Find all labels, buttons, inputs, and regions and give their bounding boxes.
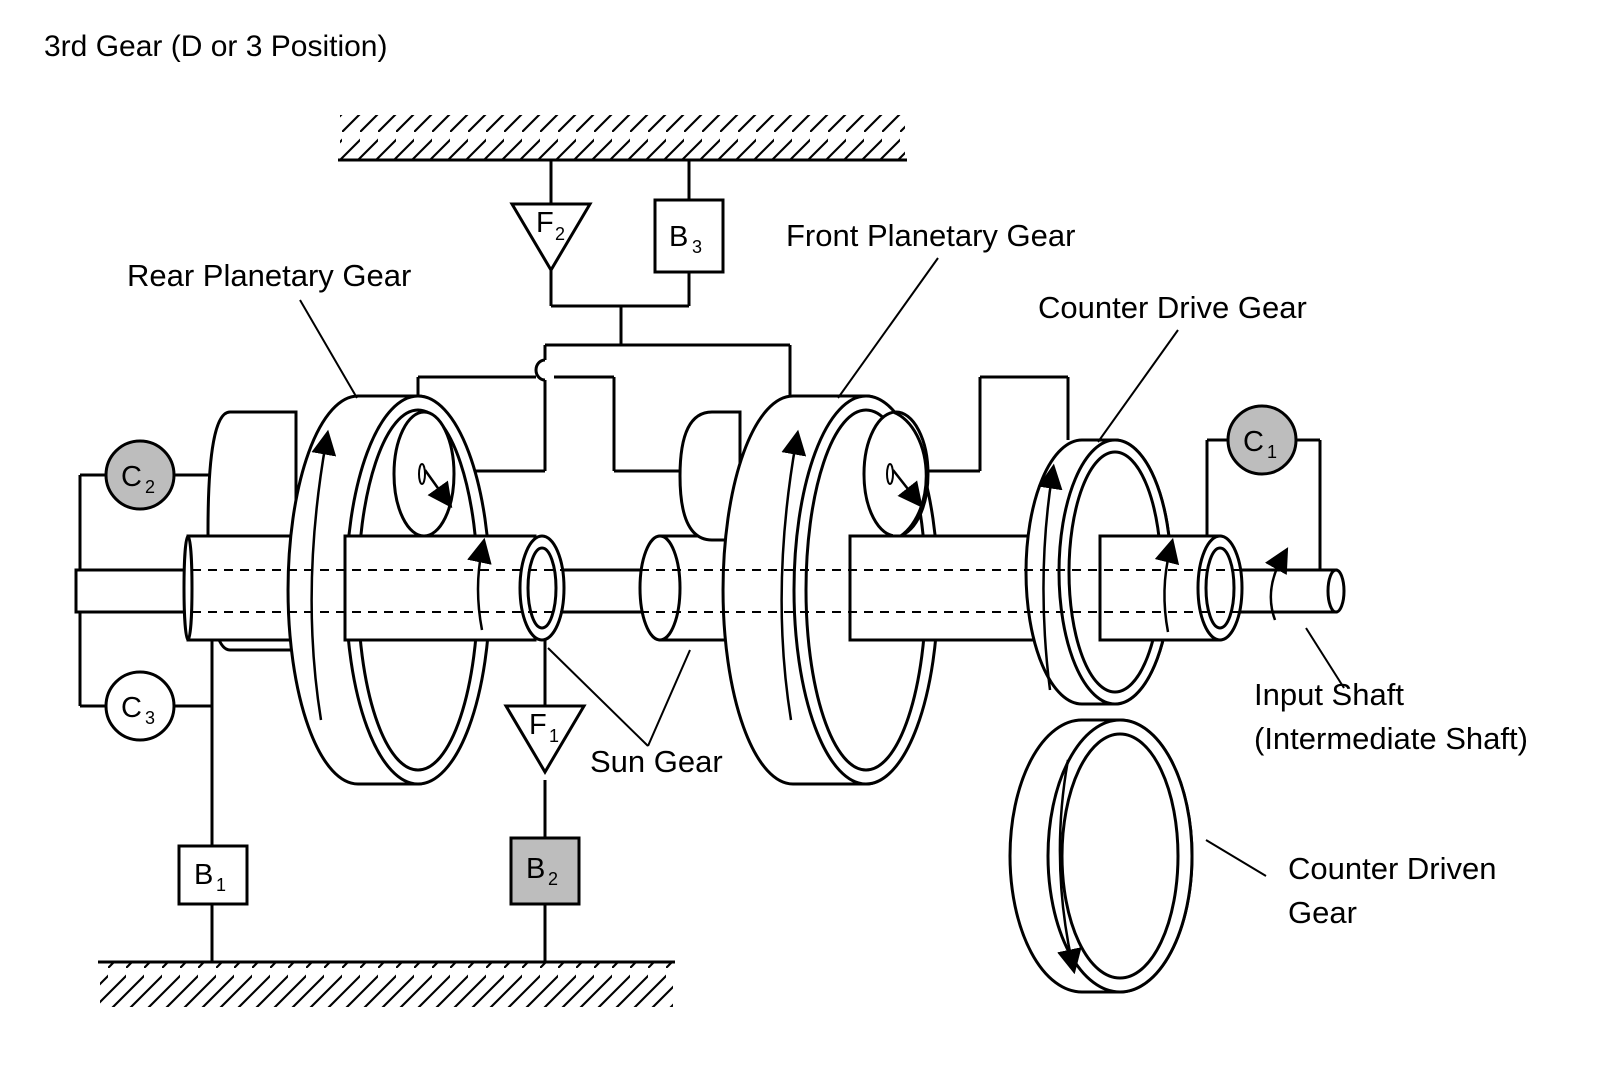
rear-planetary-gear (182, 394, 566, 786)
left-frame (78, 473, 214, 962)
one-way-clutch-f1: F 1 (503, 704, 587, 775)
bottom-housing (98, 960, 675, 1007)
svg-text:B: B (526, 853, 545, 885)
top-housing (338, 115, 907, 162)
diagram-title: 3rd Gear (D or 3 Position) (44, 30, 387, 63)
svg-text:2: 2 (145, 477, 155, 497)
svg-text:3: 3 (145, 708, 155, 728)
svg-text:1: 1 (1267, 442, 1277, 462)
input-shaft-rotation-arrow (1264, 547, 1289, 621)
svg-text:F: F (536, 207, 554, 239)
svg-text:2: 2 (548, 869, 558, 889)
leader-lines (299, 257, 1345, 877)
svg-text:C: C (1243, 426, 1264, 458)
intermediate-shaft-label: (Intermediate Shaft) (1254, 721, 1528, 756)
svg-text:1: 1 (549, 726, 559, 746)
clutch-c3: C 3 (104, 670, 176, 742)
svg-text:1: 1 (216, 875, 226, 895)
svg-text:B: B (194, 859, 213, 891)
svg-text:B: B (669, 221, 688, 253)
clutch-c2: C 2 (104, 439, 176, 511)
counter-drive-label: Counter Drive Gear (1038, 290, 1307, 325)
svg-text:C: C (121, 461, 142, 493)
svg-text:2: 2 (555, 224, 565, 244)
input-shaft-label: Input Shaft (1254, 677, 1404, 712)
counter-drive-gear (1024, 438, 1244, 706)
front-planetary-label: Front Planetary Gear (786, 218, 1075, 253)
svg-text:C: C (121, 692, 142, 724)
top-connections (416, 160, 1070, 473)
brake-b3: B 3 (653, 198, 725, 274)
counter-driven-label: Counter Driven (1288, 851, 1496, 886)
one-way-clutch-f2: F 2 (509, 202, 593, 273)
counter-driven-gear (1008, 718, 1194, 994)
brake-b1: B 1 (177, 844, 249, 906)
counter-driven-gear-label: Gear (1288, 895, 1357, 930)
sun-gear-label: Sun Gear (590, 744, 723, 779)
svg-text:F: F (529, 709, 547, 741)
brake-b2: B 2 (509, 836, 581, 906)
rear-planetary-label: Rear Planetary Gear (127, 258, 411, 293)
svg-text:3: 3 (692, 237, 702, 257)
bottom-connections (543, 438, 1322, 962)
clutch-c1: C 1 (1226, 404, 1298, 476)
